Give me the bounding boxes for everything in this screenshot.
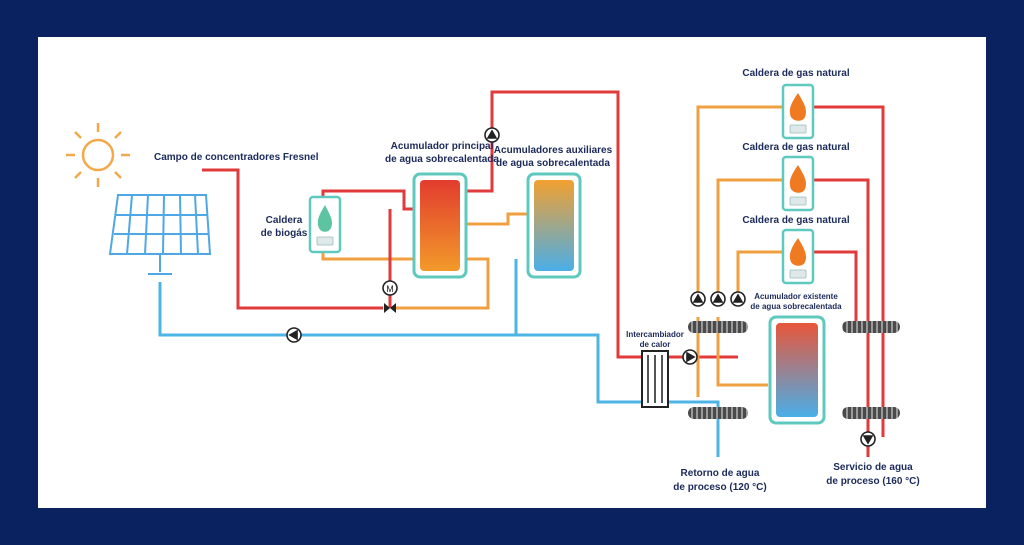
gas-boiler-2	[781, 155, 815, 212]
warm-pipe-boiler-3	[736, 250, 783, 297]
gas-boiler-1	[781, 83, 815, 140]
hot-pipe-boiler-2	[813, 178, 870, 437]
return-label-2: de proceso (120 °C)	[673, 482, 766, 493]
solar-field-label: Campo de concentradores Fresnel	[154, 152, 319, 163]
gas-boiler-1-label: Caldera de gas natural	[742, 68, 849, 79]
solar-panel-icon	[108, 194, 212, 275]
motor-valve-icon: M	[382, 280, 398, 313]
pumps	[286, 127, 876, 447]
pump-icon	[730, 291, 746, 307]
pump-icon	[690, 291, 706, 307]
cold-pipe-aux	[500, 259, 518, 337]
biogas-boiler-label-2: de biogás	[261, 228, 308, 239]
pump-icon	[682, 349, 698, 365]
flame-icon	[317, 205, 333, 232]
warm-pipe-to-existing	[716, 317, 768, 387]
hot-pipe-boiler-3	[813, 250, 858, 327]
hot-pipe-main-top	[464, 90, 642, 359]
process-diagram: M Campo de concentradores Fresnel Calder…	[38, 37, 986, 508]
hot-pipe-biogas	[321, 189, 416, 211]
cold-pipe-return	[668, 400, 720, 457]
flame-icon	[789, 238, 807, 266]
warm-pipe-main-return	[393, 257, 490, 310]
pump-icon	[484, 127, 500, 143]
warm-pipe-boiler-1	[696, 105, 783, 297]
exchanger-label-2: de calor	[640, 340, 671, 349]
warm-pipe-boiler-2	[716, 178, 783, 297]
sun-icon	[66, 123, 130, 187]
warm-pipe-aux	[464, 212, 528, 226]
gas-boiler-3	[781, 228, 815, 285]
hot-pipe-solar-supply	[202, 168, 383, 310]
exchanger-label-1: Intercambiador	[626, 330, 684, 339]
service-label-1: Servicio de agua	[833, 462, 913, 473]
existing-tank	[768, 315, 826, 425]
pump-icon	[710, 291, 726, 307]
heat-exchanger-icon	[641, 350, 669, 408]
main-tank-label-1: Acumulador principal	[391, 141, 494, 152]
motor-label: M	[386, 284, 394, 294]
pump-icon	[860, 431, 876, 447]
aux-tank	[526, 172, 582, 279]
main-tank-label-2: de agua sobrecalentada	[385, 154, 499, 165]
pipes	[158, 90, 885, 457]
biogas-boiler	[308, 195, 342, 254]
aux-tank-label-1: Acumuladores auxiliares	[494, 145, 613, 156]
gas-boiler-2-label: Caldera de gas natural	[742, 142, 849, 153]
biogas-boiler-label-1: Caldera	[266, 215, 303, 226]
flame-icon	[789, 165, 807, 193]
existing-tank-label-2: de agua sobrecalentada	[750, 302, 842, 311]
flame-icon	[789, 93, 807, 121]
cold-pipe-exchanger	[160, 333, 642, 404]
return-label-1: Retorno de agua	[681, 468, 760, 479]
coils	[688, 321, 900, 419]
diagram-svg: M Campo de concentradores Fresnel Calder…	[66, 68, 920, 493]
gas-boiler-3-label: Caldera de gas natural	[742, 215, 849, 226]
main-tank	[412, 172, 468, 279]
existing-tank-label-1: Acumulador existente	[754, 292, 838, 301]
aux-tank-label-2: de agua sobrecalentada	[496, 158, 610, 169]
service-label-2: de proceso (160 °C)	[826, 476, 919, 487]
pump-icon	[286, 327, 302, 343]
